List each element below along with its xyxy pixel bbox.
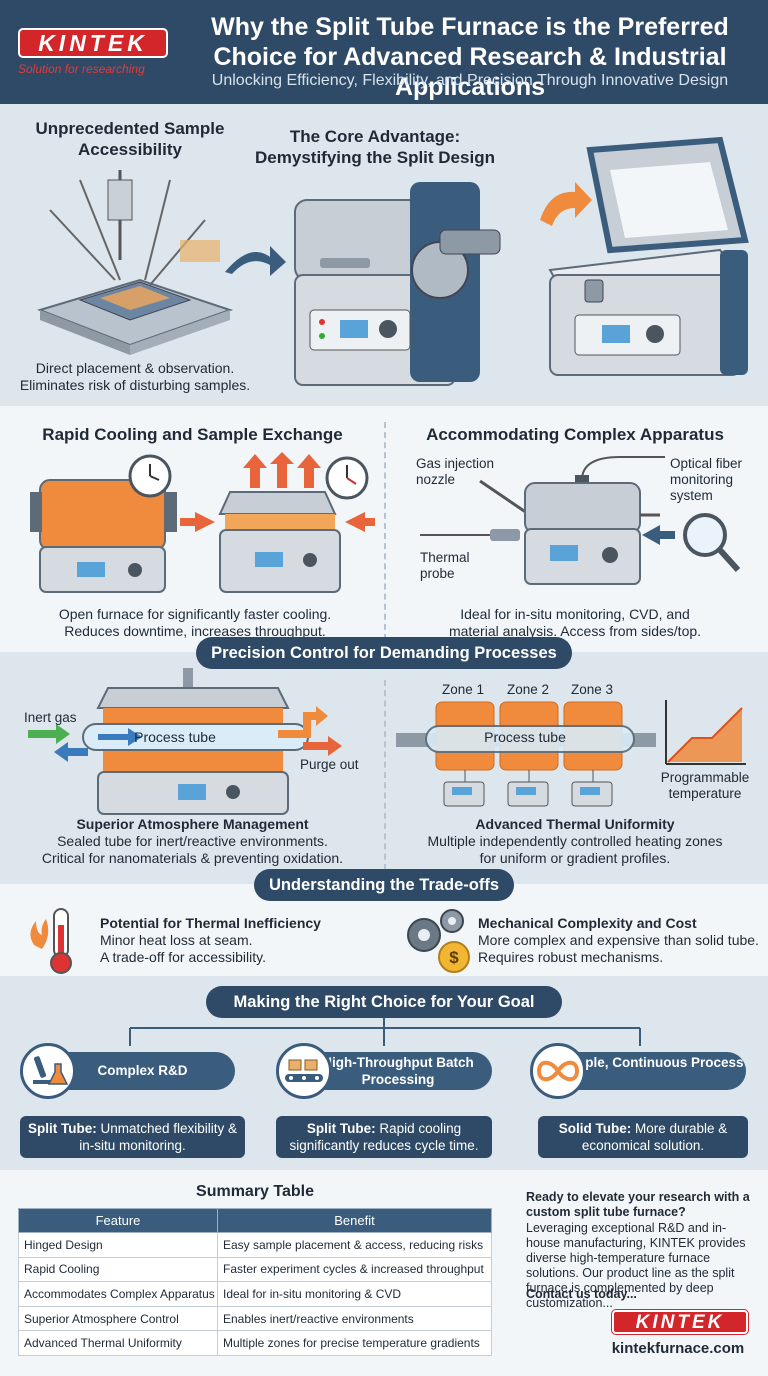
cta-body: Leveraging exceptional R&D and in-house … — [526, 1221, 746, 1310]
goal-card-rd: Complex R&D Split Tube: Unmatched flexib… — [20, 1040, 245, 1160]
thermal-text-2: for uniform or gradient profiles. — [479, 850, 671, 866]
arrow-right-icon — [225, 246, 286, 276]
goal-label: Simple, Continuous Process — [558, 1052, 746, 1090]
table-header: Feature — [18, 1208, 218, 1233]
label-gas-nozzle: Gas injection nozzle — [416, 456, 495, 487]
page-subtitle: Unlocking Efficiency, Flexibility, and P… — [211, 72, 729, 89]
precision-control-pill: Precision Control for Demanding Processe… — [196, 637, 572, 669]
core-advantage-title: The Core Advantage: Demystifying the Spl… — [255, 127, 495, 167]
conveyor-boxes-icon — [285, 1059, 323, 1082]
label-zone-2: Zone 2 — [507, 682, 550, 697]
apparatus-text-2: material analysis. Access from sides/top… — [448, 623, 702, 639]
label-thermal-probe: Thermal probe — [420, 550, 470, 581]
choice-connector-lines — [129, 1018, 641, 1046]
contact-link[interactable]: Contact us today... — [526, 1287, 637, 1301]
cta-heading: Ready to elevate your research with a cu… — [526, 1190, 750, 1219]
cooling-furnaces-illustration — [30, 452, 375, 593]
thermal-title: Advanced Thermal Uniformity — [475, 816, 675, 832]
mechanical-title: Mechanical Complexity and Cost — [478, 915, 697, 931]
goal-card-continuous: Simple, Continuous Process Solid Tube: M… — [530, 1040, 748, 1160]
gears-cost-icon: $ — [407, 909, 470, 973]
closed-furnace-illustration — [294, 182, 501, 386]
atmosphere-text-1: Sealed tube for inert/reactive environme… — [57, 833, 328, 849]
goal-result: Split Tube: Rapid cooling significantly … — [276, 1116, 492, 1158]
goal-icon-circle — [20, 1043, 76, 1099]
page-title: Why the Split Tube Furnace is the Prefer… — [211, 13, 729, 101]
kintek-logo: KINTEK — [18, 28, 168, 58]
website-link[interactable]: kintekfurnace.com — [611, 1340, 745, 1357]
label-programmable-temperature: Programmable temperature — [660, 770, 750, 801]
goal-result: Split Tube: Unmatched flexibility & in-s… — [20, 1116, 245, 1158]
thermal-text-1: Multiple independently controlled heatin… — [427, 833, 723, 849]
cooling-title: Rapid Cooling and Sample Exchange — [42, 425, 343, 444]
logo-tagline: Solution for researching — [18, 62, 145, 76]
tradeoffs-pill: Understanding the Trade-offs — [254, 869, 514, 901]
goal-card-batch: High-Throughput Batch Processing Split T… — [276, 1040, 492, 1160]
goal-label: Complex R&D — [50, 1052, 235, 1090]
mechanical-text-1: More complex and expensive than solid tu… — [478, 932, 759, 948]
atmosphere-text-2: Critical for nanomaterials & preventing … — [41, 850, 344, 866]
infinity-loop-icon — [536, 1060, 580, 1082]
section-divider — [384, 422, 386, 640]
microscope-flask-icon — [33, 1056, 69, 1085]
multizone-furnace-illustration — [396, 701, 656, 807]
apparatus-furnace-illustration — [420, 456, 741, 585]
cooling-text-2: Reduces downtime, increases throughput. — [64, 623, 326, 639]
atmosphere-title: Superior Atmosphere Management — [76, 816, 309, 832]
accessibility-title: Unprecedented Sample Accessibility — [35, 119, 225, 159]
inefficiency-text-2: A trade-off for accessibility. — [100, 949, 266, 965]
sample-stage-illustration — [36, 170, 234, 355]
inefficiency-text-1: Minor heat loss at seam. — [100, 932, 253, 948]
label-process-tube-2: Process tube — [484, 729, 566, 745]
footer-kintek-logo: KINTEK — [611, 1309, 749, 1335]
goal-icon-circle — [530, 1043, 586, 1099]
label-purge-out: Purge out — [300, 757, 359, 772]
inefficiency-title: Potential for Thermal Inefficiency — [100, 915, 321, 931]
summary-title: Summary Table — [196, 1183, 314, 1200]
open-furnace-illustration — [540, 136, 749, 376]
thermometer-flame-icon — [30, 908, 72, 974]
accessibility-text-2: Eliminates risk of disturbing samples. — [19, 377, 251, 393]
cooling-text-1: Open furnace for significantly faster co… — [58, 606, 332, 622]
goal-label: High-Throughput Batch Processing — [304, 1052, 492, 1090]
atmosphere-furnace-illustration — [28, 668, 342, 815]
label-process-tube: Process tube — [134, 729, 216, 745]
table-header: Benefit — [217, 1208, 492, 1233]
mechanical-text-2: Requires robust mechanisms. — [478, 949, 664, 965]
label-zone-3: Zone 3 — [571, 682, 614, 697]
apparatus-title: Accommodating Complex Apparatus — [426, 425, 724, 444]
label-inert-gas: Inert gas — [24, 710, 77, 725]
label-optical-fiber: Optical fiber monitoring system — [670, 456, 743, 503]
right-choice-pill: Making the Right Choice for Your Goal — [206, 986, 562, 1018]
temperature-profile-graph — [665, 700, 746, 765]
label-zone-1: Zone 1 — [442, 682, 485, 697]
apparatus-text-1: Ideal for in-situ monitoring, CVD, and — [460, 606, 690, 622]
goal-icon-circle — [276, 1043, 332, 1099]
svg-text:$: $ — [449, 948, 459, 967]
accessibility-text-1: Direct placement & observation. — [35, 360, 235, 376]
section-divider-2 — [384, 680, 386, 870]
goal-result: Solid Tube: More durable & economical so… — [538, 1116, 748, 1158]
